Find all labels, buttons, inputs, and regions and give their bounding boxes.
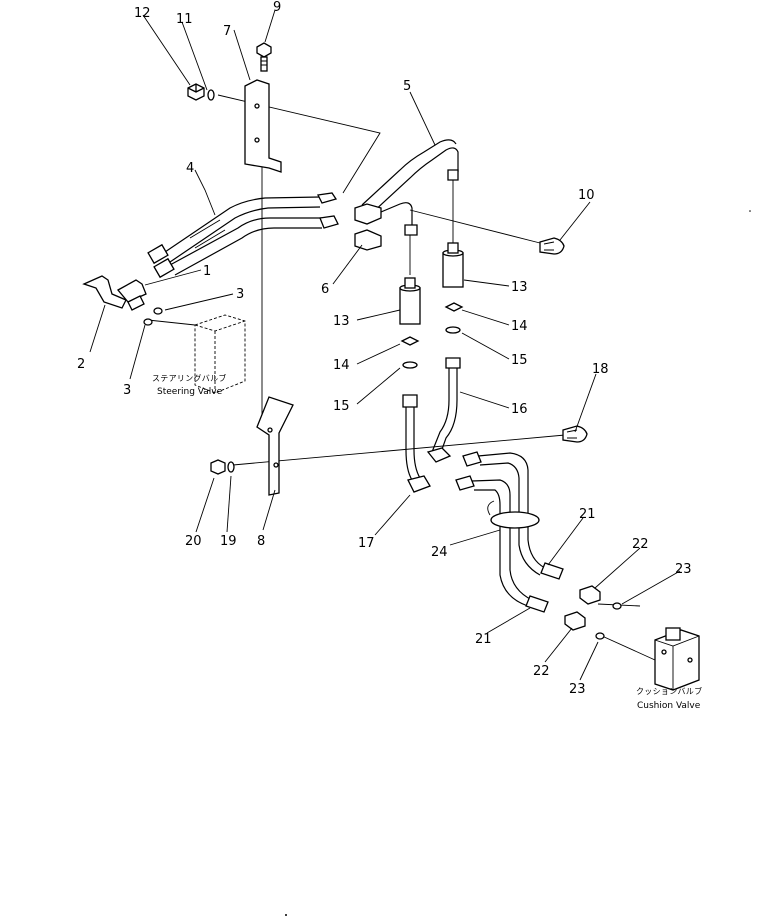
hoses-21-part [455, 451, 564, 613]
elbow-1-part [116, 279, 147, 311]
callout-15-right: 15 [511, 353, 528, 368]
cushion-valve-part [654, 627, 700, 691]
band-24-part [487, 500, 540, 529]
callout-3-lower: 3 [123, 383, 131, 398]
callout-22-upper: 22 [632, 537, 649, 552]
pipe-5-part [361, 139, 459, 214]
callout-8: 8 [257, 534, 265, 549]
valve-labels: ステアリングバルブ Steering Valve クッションバルブ Cushio… [152, 373, 702, 711]
valve-13-right-part [442, 242, 464, 288]
scan-speck [285, 914, 287, 916]
clip-10-part [539, 237, 565, 255]
callout-17: 17 [358, 536, 375, 551]
pipe-16-part [426, 357, 461, 463]
callout-15-left: 15 [333, 399, 350, 414]
callout-12: 12 [134, 6, 151, 21]
valve-13-left-part [399, 277, 421, 325]
callout-5: 5 [403, 79, 411, 94]
callout-19: 19 [220, 534, 237, 549]
callout-13-left: 13 [333, 314, 350, 329]
nut-14-left-part [400, 336, 420, 346]
cushion-valve-en-label: Cushion Valve [637, 701, 701, 711]
clip-18-part [562, 425, 588, 443]
nut-12-part [187, 83, 205, 101]
nut-20-part [210, 459, 226, 475]
callout-leaders [89, 9, 681, 681]
bracket-8-part [256, 396, 294, 496]
oring-23-upper-part [612, 602, 622, 610]
callout-22-lower: 22 [533, 664, 550, 679]
fitting-22-lower-part [564, 611, 586, 631]
washer-11-part [207, 89, 215, 101]
elbow-6-part [354, 202, 418, 251]
callout-1: 1 [203, 264, 211, 279]
callout-13-right: 13 [511, 280, 528, 295]
callout-2: 2 [77, 357, 85, 372]
steering-valve-part [194, 314, 246, 394]
scan-speck [749, 210, 751, 212]
callout-3-upper: 3 [236, 287, 244, 302]
callout-21-lower: 21 [475, 632, 492, 647]
callout-23-lower: 23 [569, 682, 586, 697]
callout-11: 11 [176, 12, 193, 27]
callout-6: 6 [321, 282, 329, 297]
callout-10: 10 [578, 188, 595, 203]
steering-valve-en-label: Steering Valve [157, 387, 223, 397]
oring-23-lower-part [595, 632, 605, 640]
callout-4: 4 [186, 161, 194, 176]
washer-19-part [227, 461, 235, 473]
nut-14-right-part [444, 302, 464, 312]
callout-7: 7 [223, 24, 231, 39]
callout-14-left: 14 [333, 358, 350, 373]
steering-valve-jp-label: ステアリングバルブ [152, 373, 227, 383]
hoses-4-part [147, 192, 339, 279]
callout-16: 16 [511, 402, 528, 417]
oring-3-part [143, 307, 163, 326]
callout-9: 9 [273, 0, 281, 15]
callout-numbers: 12 11 7 9 4 5 10 1 3 2 3 6 13 14 15 13 1… [77, 0, 692, 697]
callout-21-upper: 21 [579, 507, 596, 522]
callout-23-upper: 23 [675, 562, 692, 577]
fitting-22-upper-part [579, 585, 601, 605]
oring-15-left-part [402, 361, 418, 369]
pipe-17-part [402, 394, 431, 493]
cushion-valve-jp-label: クッションバルブ [636, 686, 702, 696]
oring-15-right-part [445, 326, 461, 334]
bolt-9-part [256, 42, 272, 72]
callout-18: 18 [592, 362, 609, 377]
callout-20: 20 [185, 534, 202, 549]
bracket-7-part [244, 79, 282, 173]
callout-24: 24 [431, 545, 448, 560]
callout-14-right: 14 [511, 319, 528, 334]
